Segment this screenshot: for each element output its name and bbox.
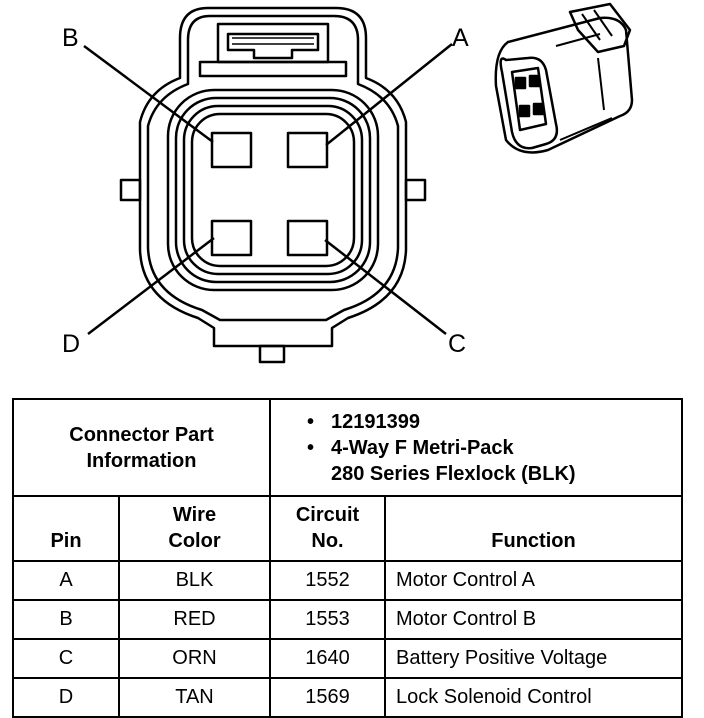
function-cell: Battery Positive Voltage	[384, 638, 683, 679]
pin-cell: B	[12, 599, 120, 640]
table-row: D TAN 1569 Lock Solenoid Control	[12, 677, 683, 718]
header-wire-color-line2: Color	[168, 530, 221, 552]
iso-latch	[568, 2, 632, 54]
pin-label-b: B	[62, 24, 79, 52]
pin-label-a: A	[452, 24, 469, 52]
iso-edge	[597, 57, 605, 111]
circuit-cell: 1553	[269, 599, 386, 640]
pin-cell: D	[12, 677, 120, 718]
latch-detail	[226, 32, 320, 60]
iso-edge	[559, 117, 613, 141]
connector-description-line1: 4-Way F Metri-Pack	[331, 436, 514, 459]
terminal-cavity-c	[286, 219, 329, 257]
header-circuit-line2: No.	[311, 530, 344, 552]
connector-description-line2: 280 Series Flexlock (BLK)	[331, 462, 576, 485]
wire-color-cell: BLK	[118, 560, 271, 601]
terminal-cavity-b	[210, 131, 253, 169]
leader-line-b	[83, 44, 214, 144]
iso-cavity	[514, 76, 527, 90]
circuit-cell: 1569	[269, 677, 386, 718]
table-row: C ORN 1640 Battery Positive Voltage	[12, 638, 683, 679]
header-circuit: Circuit No.	[269, 495, 386, 562]
latch-base	[198, 60, 348, 78]
connector-part-details: • 12191399 • 4-Way F Metri-Pack 280 Series…	[269, 398, 683, 497]
header-function: Function	[384, 495, 683, 562]
pin-label-c: C	[448, 330, 466, 358]
circuit-cell: 1552	[269, 560, 386, 601]
leader-line-a	[325, 43, 453, 146]
connector-part-label-line2: Information	[86, 449, 197, 472]
connector-diagram: B A D C	[62, 2, 634, 364]
iso-cavity	[528, 74, 541, 88]
iso-body-outline	[494, 16, 634, 154]
table-row: A BLK 1552 Motor Control A	[12, 560, 683, 601]
circuit-cell: 1640	[269, 638, 386, 679]
header-wire-color-line1: Wire	[172, 504, 217, 526]
function-cell: Motor Control A	[384, 560, 683, 601]
wire-color-cell: RED	[118, 599, 271, 640]
part-number: 12191399	[331, 410, 420, 433]
pin-cell: A	[12, 560, 120, 601]
seal-ring-outer	[166, 88, 380, 292]
iso-edge	[555, 33, 601, 47]
column-header-row: Pin Wire Color Circuit No. Function	[12, 495, 683, 562]
seal-ring-middle	[174, 96, 372, 284]
bullet-icon: •	[307, 410, 315, 433]
bottom-key-tab	[258, 344, 286, 364]
iso-cavity	[532, 102, 545, 116]
connector-isometric-view	[494, 2, 634, 154]
connector-housing-outline	[138, 6, 408, 348]
leader-line-d	[87, 237, 215, 335]
left-side-tab	[119, 178, 142, 202]
pin-cell: C	[12, 638, 120, 679]
table-row: B RED 1553 Motor Control B	[12, 599, 683, 640]
function-cell: Motor Control B	[384, 599, 683, 640]
bullet-icon: •	[307, 436, 315, 459]
connector-part-label-line1: Connector Part	[69, 423, 214, 446]
pin-label-d: D	[62, 330, 80, 358]
header-circuit-line1: Circuit	[295, 504, 360, 526]
connector-part-row: Connector Part Information • 12191399 • 4-…	[12, 398, 683, 497]
terminal-face	[190, 112, 356, 268]
wire-color-cell: ORN	[118, 638, 271, 679]
iso-front-face	[499, 56, 559, 150]
leader-line-c	[324, 239, 447, 335]
connector-housing-inner-outline	[146, 14, 400, 322]
function-cell: Lock Solenoid Control	[384, 677, 683, 718]
wire-color-cell: TAN	[118, 677, 271, 718]
seal-ring-inner	[182, 104, 364, 276]
header-pin: Pin	[12, 495, 120, 562]
iso-terminal-block	[510, 66, 548, 132]
iso-latch-rib	[593, 9, 613, 37]
terminal-cavity-a	[286, 131, 329, 169]
iso-cavity	[518, 104, 531, 118]
right-side-tab	[404, 178, 427, 202]
connector-part-label: Connector Part Information	[12, 398, 271, 497]
connector-info-table: Connector Part Information • 12191399 • 4-…	[12, 398, 683, 718]
latch-outline	[216, 22, 330, 64]
terminal-cavity-d	[210, 219, 253, 257]
header-wire-color: Wire Color	[118, 495, 271, 562]
